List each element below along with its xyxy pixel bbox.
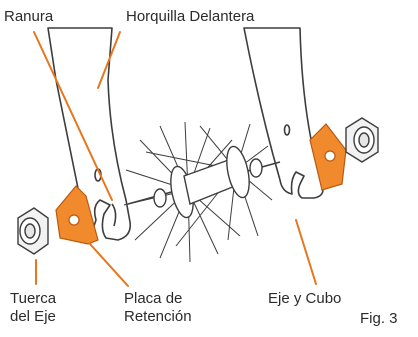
fork-leader: [97, 31, 121, 89]
label-retention-plate-line1: Placa de: [124, 290, 183, 307]
hub-body: [127, 145, 281, 219]
callout-lines: [33, 31, 317, 287]
label-retention-plate-line2: Retención: [124, 308, 192, 325]
label-axle-nut-line2: del Eje: [10, 308, 56, 325]
right-retention-plate: [309, 123, 347, 191]
figure-number: Fig. 3: [360, 310, 398, 327]
label-axle-nut: Tuerca del Eje: [10, 290, 56, 326]
label-slot: Ranura: [4, 8, 54, 25]
label-front-fork: Horquilla Delantera: [126, 8, 255, 25]
slot-leader: [33, 31, 113, 201]
label-retention-plate: Placa de Retención: [124, 290, 192, 326]
plate-leader: [89, 243, 129, 287]
label-axle-hub: Eje y Cubo: [268, 290, 342, 307]
left-axle-nut: [17, 207, 49, 255]
label-axle-nut-line1: Tuerca: [10, 290, 57, 307]
hub-leader: [295, 219, 317, 285]
left-retention-plate: [55, 185, 99, 245]
right-axle-nut: [345, 117, 379, 163]
